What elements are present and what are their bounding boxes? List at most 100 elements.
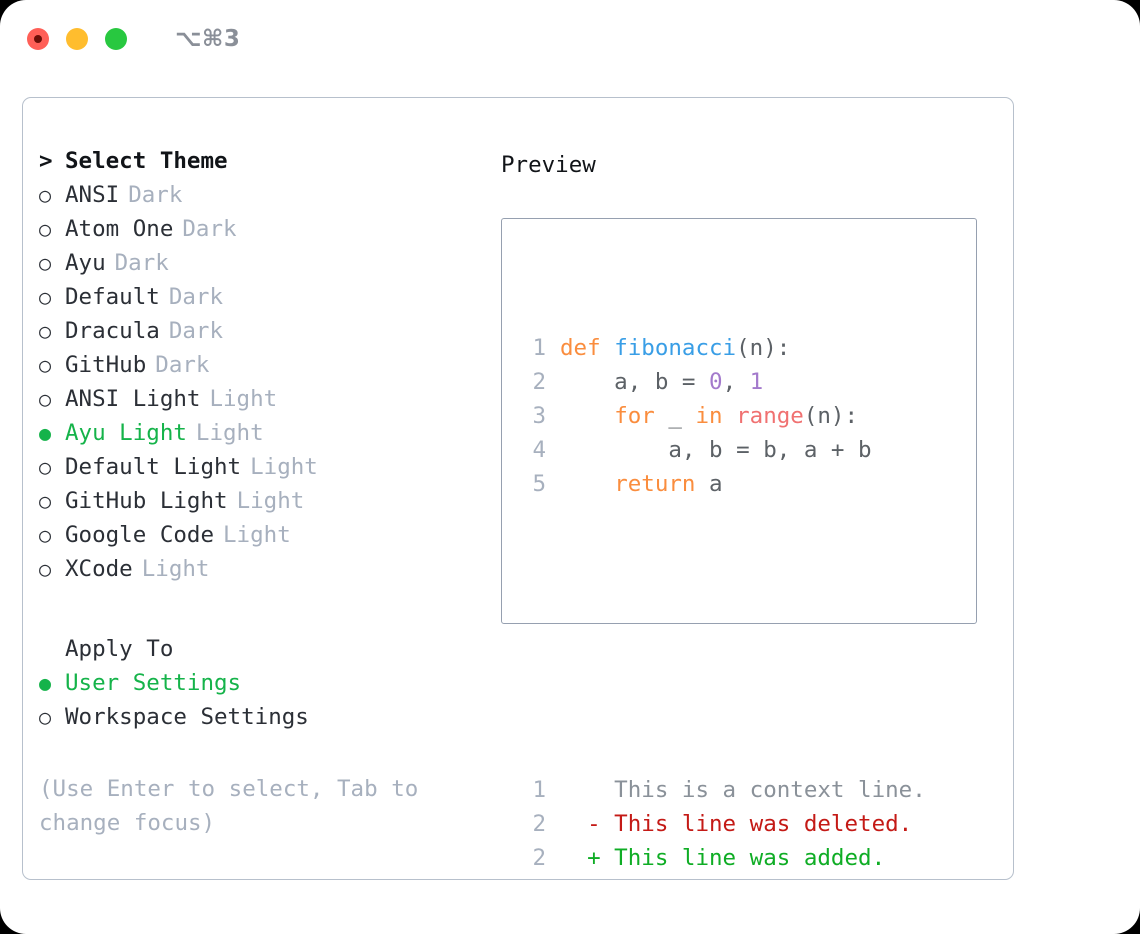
code-token-num: 0 — [709, 369, 723, 395]
line-number: 2 — [532, 369, 546, 395]
code-token-punct: (n): — [803, 403, 859, 429]
line-number: 1 — [532, 777, 546, 803]
apply-to-option-label: User Settings — [65, 670, 242, 696]
theme-variant-badge: Light — [209, 386, 278, 412]
code-token-num: 1 — [749, 369, 764, 395]
theme-option-github[interactable]: ○ GitHub Dark — [39, 352, 499, 386]
code-line-content: return a — [560, 467, 722, 501]
radio-unselected-icon: ○ — [39, 387, 52, 411]
diff-line-add: 2 + This line was added. — [516, 841, 926, 875]
code-token-plain: , — [722, 369, 750, 395]
diff-line-content: + This line was added. — [560, 841, 885, 875]
code-blank-line — [516, 569, 926, 603]
code-line-content: for _ in range(n): — [560, 399, 858, 433]
window-controls — [27, 28, 127, 50]
code-token-plain — [723, 403, 737, 429]
theme-option-label: XCode — [65, 556, 133, 582]
code-token-kw: for — [614, 403, 655, 429]
theme-variant-badge: Light — [141, 556, 210, 582]
theme-option-label: Ayu Light — [65, 420, 187, 446]
diff-text: This is a context line. — [600, 777, 926, 803]
diff-text: This line was added. — [600, 845, 886, 871]
radio-unselected-icon: ○ — [39, 489, 52, 513]
theme-option-ansi-light[interactable]: ○ ANSI Light Light — [39, 386, 499, 420]
theme-option-label: GitHub — [65, 352, 147, 378]
line-number: 2 — [532, 811, 546, 837]
theme-picker-header: > Select Theme — [39, 148, 499, 182]
minimize-button-icon[interactable] — [66, 28, 88, 50]
close-button-icon[interactable] — [27, 28, 49, 50]
code-token-plain: a, b = — [560, 369, 710, 395]
keyboard-shortcut-label: ⌥⌘3 — [175, 26, 241, 52]
theme-variant-badge: Dark — [182, 216, 237, 242]
code-token-kw: in — [695, 403, 723, 429]
apply-to-header: Apply To — [39, 636, 499, 670]
radio-unselected-icon: ○ — [39, 705, 52, 729]
theme-option-label: Default Light — [65, 454, 242, 480]
code-token-kw: return — [614, 471, 696, 497]
code-token-kw: def — [560, 335, 615, 361]
theme-variant-badge: Light — [195, 420, 264, 446]
radio-unselected-icon: ○ — [39, 217, 52, 241]
radio-selected-icon: ● — [39, 671, 52, 695]
section-spacer — [39, 590, 499, 636]
theme-option-label: ANSI — [65, 182, 120, 208]
code-line: 4 a, b = b, a + b — [516, 433, 926, 467]
title-bar: ⌥⌘3 — [0, 0, 1140, 78]
apply-to-list: ● User Settings ○ Workspace Settings — [39, 670, 499, 738]
spacer-icon — [39, 639, 65, 659]
apply-to-option-label: Workspace Settings — [65, 704, 309, 730]
line-number: 5 — [532, 471, 546, 497]
theme-option-label: Dracula — [65, 318, 160, 344]
radio-unselected-icon: ○ — [39, 251, 52, 275]
theme-variant-badge: Dark — [155, 352, 210, 378]
apply-to-title: Apply To — [65, 636, 174, 662]
diff-marker-add: + — [560, 845, 601, 871]
theme-variant-badge: Dark — [128, 182, 183, 208]
code-blank-line — [516, 671, 926, 705]
theme-option-label: Ayu — [65, 250, 106, 276]
theme-option-label: GitHub Light — [65, 488, 228, 514]
theme-option-label: Google Code — [65, 522, 215, 548]
apply-to-option-workspace-settings[interactable]: ○ Workspace Settings — [39, 704, 499, 738]
diff-block: 1 This is a context line. 2 - This line w… — [516, 773, 926, 875]
zoom-button-icon[interactable] — [105, 28, 127, 50]
diff-marker-del: - — [560, 811, 601, 837]
theme-variant-badge: Light — [236, 488, 305, 514]
line-number: 4 — [532, 437, 546, 463]
diff-line-del: 2 - This line was deleted. — [516, 807, 926, 841]
preview-title: Preview — [501, 152, 596, 178]
diff-text: This line was deleted. — [600, 811, 913, 837]
apply-to-option-user-settings[interactable]: ● User Settings — [39, 670, 499, 704]
keyboard-hint: (Use Enter to select, Tab to change focu… — [39, 776, 432, 836]
code-line-content: a, b = 0, 1 — [560, 365, 763, 399]
theme-option-label: ANSI Light — [65, 386, 201, 412]
code-token-builtin: range — [736, 403, 804, 429]
radio-unselected-icon: ○ — [39, 285, 52, 309]
radio-unselected-icon: ○ — [39, 353, 52, 377]
page-title: Select Theme — [65, 148, 228, 174]
line-number: 2 — [532, 845, 546, 871]
code-token-plain: a, b = b, a + b — [560, 437, 872, 463]
theme-option-github-light[interactable]: ○ GitHub Light Light — [39, 488, 499, 522]
code-token-plain — [560, 471, 614, 497]
theme-variant-badge: Dark — [168, 284, 224, 310]
